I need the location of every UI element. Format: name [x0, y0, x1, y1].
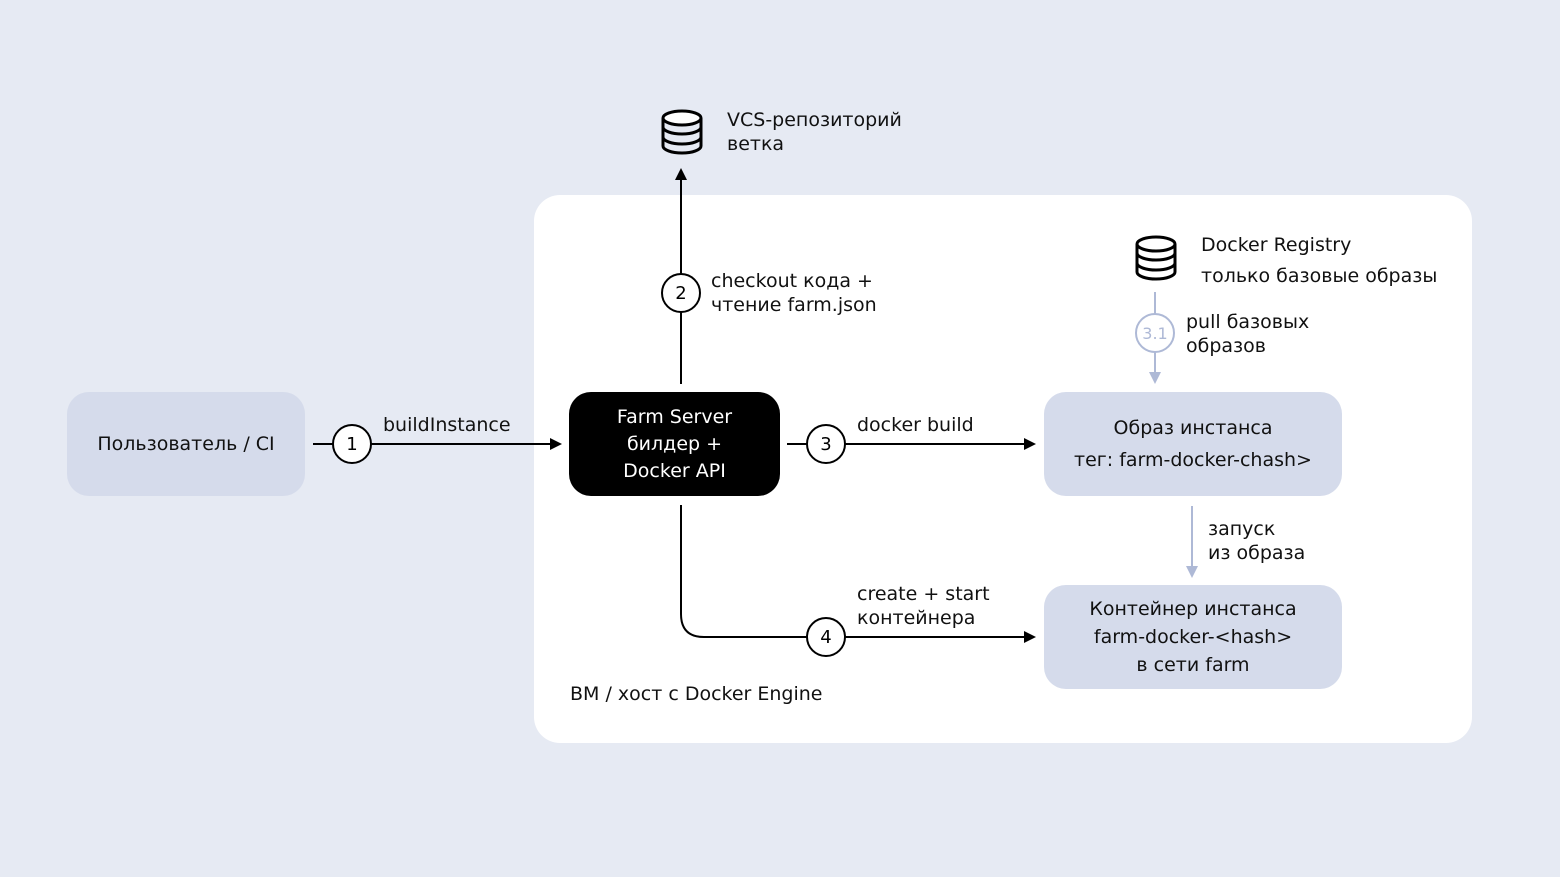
- instance-container-network: в сети farm: [1136, 654, 1250, 676]
- user-node-label: Пользователь / CI: [97, 433, 275, 455]
- edge-checkout: 2: [661, 168, 701, 384]
- edge-create-start: 4: [680, 505, 1036, 657]
- docker-build-text: docker build: [857, 414, 974, 436]
- pull-line1: pull базовых: [1186, 311, 1310, 333]
- vcs-repo-label: VCS-репозиторий ветка: [727, 108, 902, 156]
- user-node: Пользователь / CI: [67, 392, 305, 496]
- edge-docker-build: 3: [787, 424, 1036, 464]
- checkout-line1: checkout кода +: [711, 270, 873, 292]
- docker-registry-label: Docker Registry только базовые образы: [1201, 230, 1437, 292]
- pull-label: pull базовых образов: [1186, 310, 1309, 358]
- vcs-repo-title: VCS-репозиторий: [727, 109, 902, 131]
- host-vm-caption: ВМ / хост с Docker Engine: [570, 683, 823, 705]
- create-start-line2: контейнера: [857, 607, 976, 629]
- pull-line2: образов: [1186, 335, 1266, 357]
- run-line1: запуск: [1208, 518, 1276, 540]
- farm-server-title: Farm Server: [616, 405, 733, 428]
- run-line2: из образа: [1208, 542, 1306, 564]
- step-1-number: 1: [346, 434, 357, 455]
- build-instance-label: buildInstance: [383, 413, 511, 437]
- instance-image-tag: тег: farm-docker-chash>: [1074, 449, 1312, 471]
- build-instance-text: buildInstance: [383, 414, 511, 436]
- vcs-repo-branch: ветка: [727, 133, 785, 155]
- database-icon: [661, 109, 703, 155]
- instance-container-title: Контейнер инстанса: [1089, 598, 1297, 620]
- farm-server-subtitle: билдер +: [626, 432, 723, 455]
- database-icon: [1135, 235, 1177, 281]
- docker-build-label: docker build: [857, 413, 974, 437]
- checkout-line2: чтение farm.json: [711, 294, 877, 316]
- step-2-number: 2: [675, 283, 686, 304]
- instance-container-name: farm-docker-<hash>: [1093, 626, 1293, 648]
- step-3-number: 3: [820, 434, 831, 455]
- edge-build-instance: 1: [313, 424, 562, 464]
- instance-image-node: Образ инстанса тег: farm-docker-chash>: [1044, 392, 1342, 496]
- docker-registry-title: Docker Registry: [1201, 234, 1352, 256]
- create-start-line1: create + start: [857, 583, 990, 605]
- checkout-label: checkout кода + чтение farm.json: [711, 269, 877, 317]
- create-start-label: create + start контейнера: [857, 582, 990, 630]
- step-3-1-number: 3.1: [1142, 324, 1167, 343]
- step-4-number: 4: [820, 627, 831, 648]
- farm-server-node: Farm Server билдер + Docker API: [569, 392, 780, 496]
- docker-registry-subtitle: только базовые образы: [1201, 265, 1438, 287]
- instance-image-title: Образ инстанса: [1113, 417, 1273, 439]
- instance-container-node: Контейнер инстанса farm-docker-<hash> в …: [1044, 585, 1342, 689]
- edge-pull: 3.1: [1135, 292, 1175, 384]
- run-from-image-label: запуск из образа: [1208, 517, 1305, 565]
- farm-server-api: Docker API: [623, 459, 726, 482]
